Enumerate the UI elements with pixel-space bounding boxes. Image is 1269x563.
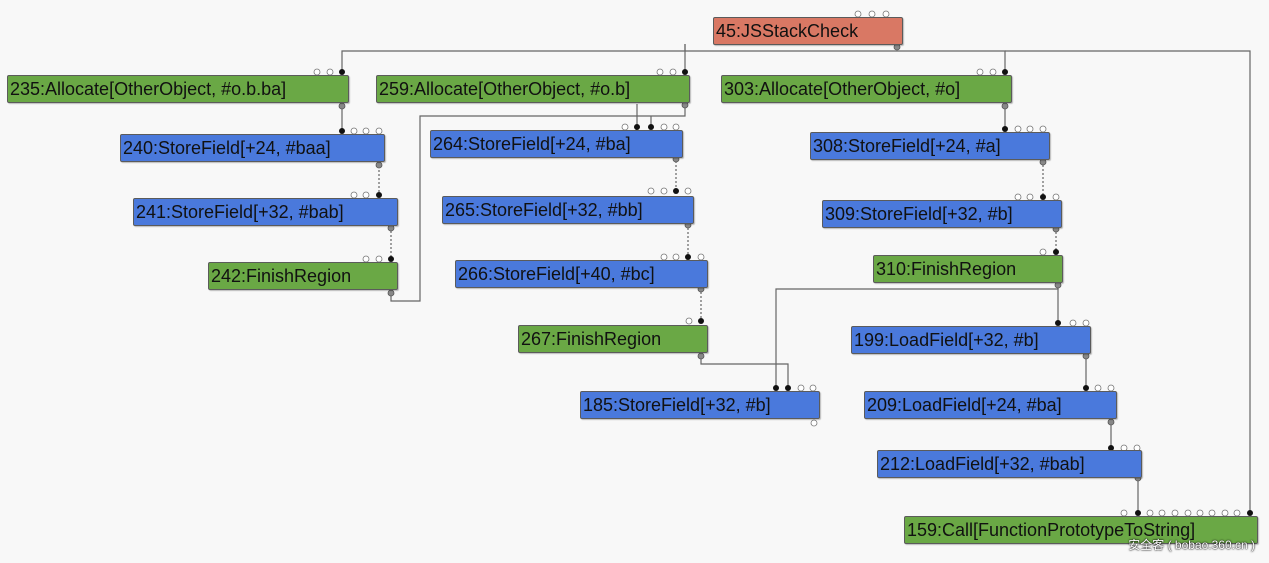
node-185[interactable]: 185:StoreField[+32, #b] (580, 391, 820, 419)
node-159[interactable]: 159:Call[FunctionPrototypeToString] (904, 516, 1258, 544)
node-label: 266:StoreField[+40, #bc] (458, 264, 655, 284)
node-240[interactable]: 240:StoreField[+24, #baa] (120, 134, 385, 162)
node-242[interactable]: 242:FinishRegion (208, 262, 398, 290)
node-label: 159:Call[FunctionPrototypeToString] (907, 520, 1196, 540)
node-212[interactable]: 212:LoadField[+32, #bab] (877, 450, 1142, 478)
edge-45-303 (685, 50, 1006, 73)
node-label: 309:StoreField[+32, #b] (825, 204, 1013, 224)
node-label: 241:StoreField[+32, #bab] (136, 202, 344, 222)
edge-45-235 (341, 44, 686, 73)
edge-45-159 (1005, 50, 1251, 514)
node-241[interactable]: 241:StoreField[+32, #bab] (133, 198, 398, 226)
node-308[interactable]: 308:StoreField[+24, #a] (810, 132, 1050, 160)
node-label: 212:LoadField[+32, #bab] (880, 454, 1085, 474)
node-209[interactable]: 209:LoadField[+24, #ba] (864, 391, 1117, 419)
node-label: 240:StoreField[+24, #baa] (123, 138, 331, 158)
node-label: 199:LoadField[+32, #b] (854, 330, 1039, 350)
node-label: 264:StoreField[+24, #ba] (433, 134, 631, 154)
node-label: 45:JSStackCheck (716, 21, 859, 41)
node-label: 209:LoadField[+24, #ba] (867, 395, 1062, 415)
node-199[interactable]: 199:LoadField[+32, #b] (851, 326, 1091, 354)
node-266[interactable]: 266:StoreField[+40, #bc] (455, 260, 708, 288)
node-label: 303:Allocate[OtherObject, #o] (724, 79, 961, 99)
node-309[interactable]: 309:StoreField[+32, #b] (822, 200, 1062, 228)
edge-267-185 (700, 356, 789, 386)
node-label: 185:StoreField[+32, #b] (583, 395, 771, 415)
node-label: 308:StoreField[+24, #a] (813, 136, 1001, 156)
node-264[interactable]: 264:StoreField[+24, #ba] (430, 130, 683, 158)
node-303[interactable]: 303:Allocate[OtherObject, #o] (721, 75, 1012, 103)
node-259[interactable]: 259:Allocate[OtherObject, #o.b] (376, 75, 690, 103)
node-310[interactable]: 310:FinishRegion (873, 255, 1063, 283)
edge-242-264 (390, 103, 686, 302)
node-235[interactable]: 235:Allocate[OtherObject, #o.b.ba] (7, 75, 349, 103)
watermark: 安全客 ( bobao.360.cn ) (1128, 538, 1255, 552)
node-label: 242:FinishRegion (211, 266, 352, 286)
node-45[interactable]: 45:JSStackCheck (713, 17, 903, 45)
node-267[interactable]: 267:FinishRegion (518, 325, 708, 353)
node-265[interactable]: 265:StoreField[+32, #bb] (442, 196, 694, 224)
node-label: 265:StoreField[+32, #bb] (445, 200, 643, 220)
node-label: 235:Allocate[OtherObject, #o.b.ba] (10, 79, 287, 99)
node-label: 259:Allocate[OtherObject, #o.b] (379, 79, 631, 99)
node-label: 310:FinishRegion (876, 259, 1017, 279)
node-label: 267:FinishRegion (521, 329, 662, 349)
